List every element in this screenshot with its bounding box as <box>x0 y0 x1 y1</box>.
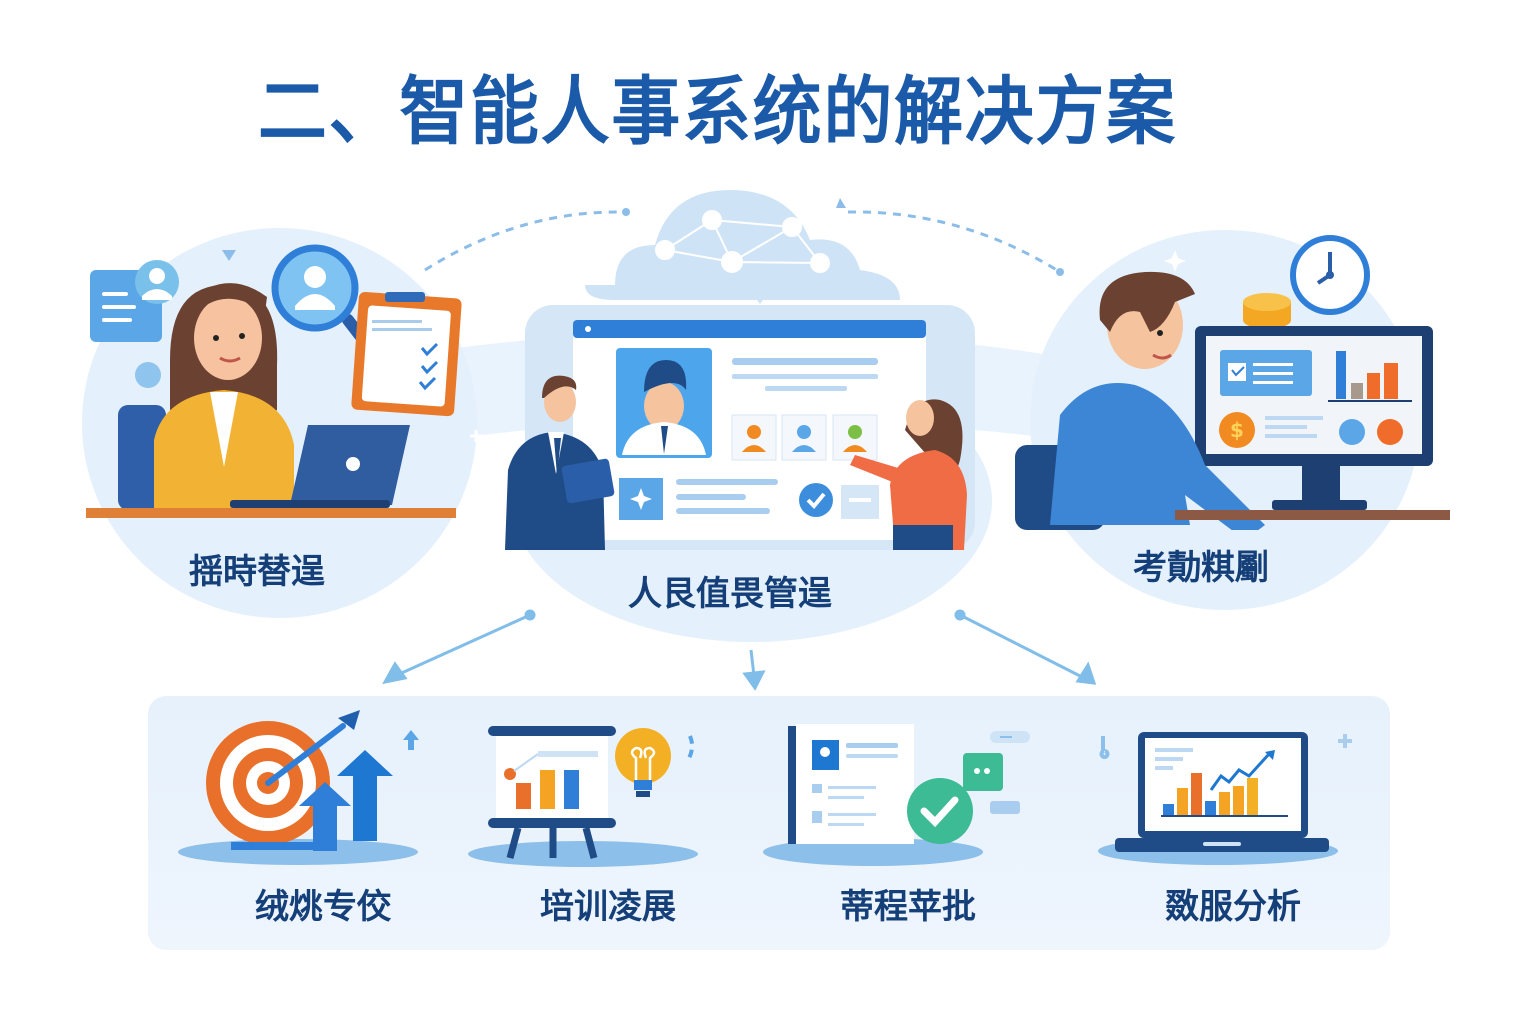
feature-analytics[interactable]: 敪服分析 <box>1083 696 1383 950</box>
feature-label-performance: 绒烑专佼 <box>255 887 391 927</box>
desk <box>86 508 456 518</box>
clock-icon <box>1290 235 1370 315</box>
feature-performance[interactable]: 绒烑专佼 <box>173 696 473 950</box>
man-with-tablet-figure <box>505 375 615 550</box>
clipboard-checklist-icon <box>351 291 462 417</box>
target-arrow-icon <box>178 710 419 865</box>
cloud-network-icon <box>585 190 900 304</box>
flow-arrows <box>382 609 1097 691</box>
feature-approval[interactable]: 蒂程苹批 <box>758 696 1058 950</box>
profile-screen <box>573 320 926 540</box>
feature-label-approval: 蒂程苹批 <box>840 887 976 927</box>
woman-pointing-figure <box>850 399 967 550</box>
attendance-illustration: $ <box>1015 235 1450 530</box>
presentation-bulb-icon <box>468 726 698 867</box>
woman-recruiter-figure <box>154 283 294 510</box>
page-title: 二、智能人事系统的解决方案 <box>258 69 1177 155</box>
team-member-tiles <box>731 414 878 461</box>
laptop-chart-icon <box>1098 732 1352 865</box>
module-label-personnel: 人艮值畏管逞 <box>628 574 832 614</box>
feature-training[interactable]: 培训凌展 <box>458 696 758 950</box>
man-at-computer-figure <box>1015 271 1265 530</box>
laptop-icon <box>230 425 410 508</box>
clock-icon <box>135 362 161 388</box>
monitor-dashboard: $ <box>1195 326 1433 510</box>
dashed-connectors <box>424 198 1064 276</box>
feature-label-training: 培训凌展 <box>540 887 676 927</box>
features-panel: 绒烑专佼 培训凌展 <box>148 696 1390 950</box>
feature-label-analytics: 敪服分析 <box>1165 887 1301 927</box>
desk <box>1175 510 1450 520</box>
document-check-icon <box>763 724 1030 866</box>
resume-card-icon <box>90 260 179 342</box>
recruitment-illustration <box>86 244 482 518</box>
module-label-attendance: 考勣粸劚 <box>1133 548 1269 588</box>
coin-stack-icon <box>1243 293 1291 329</box>
module-label-recruitment: 揺時替逞 <box>189 552 325 592</box>
personnel-illustration <box>505 190 975 550</box>
svg-text:$: $ <box>1230 418 1244 442</box>
